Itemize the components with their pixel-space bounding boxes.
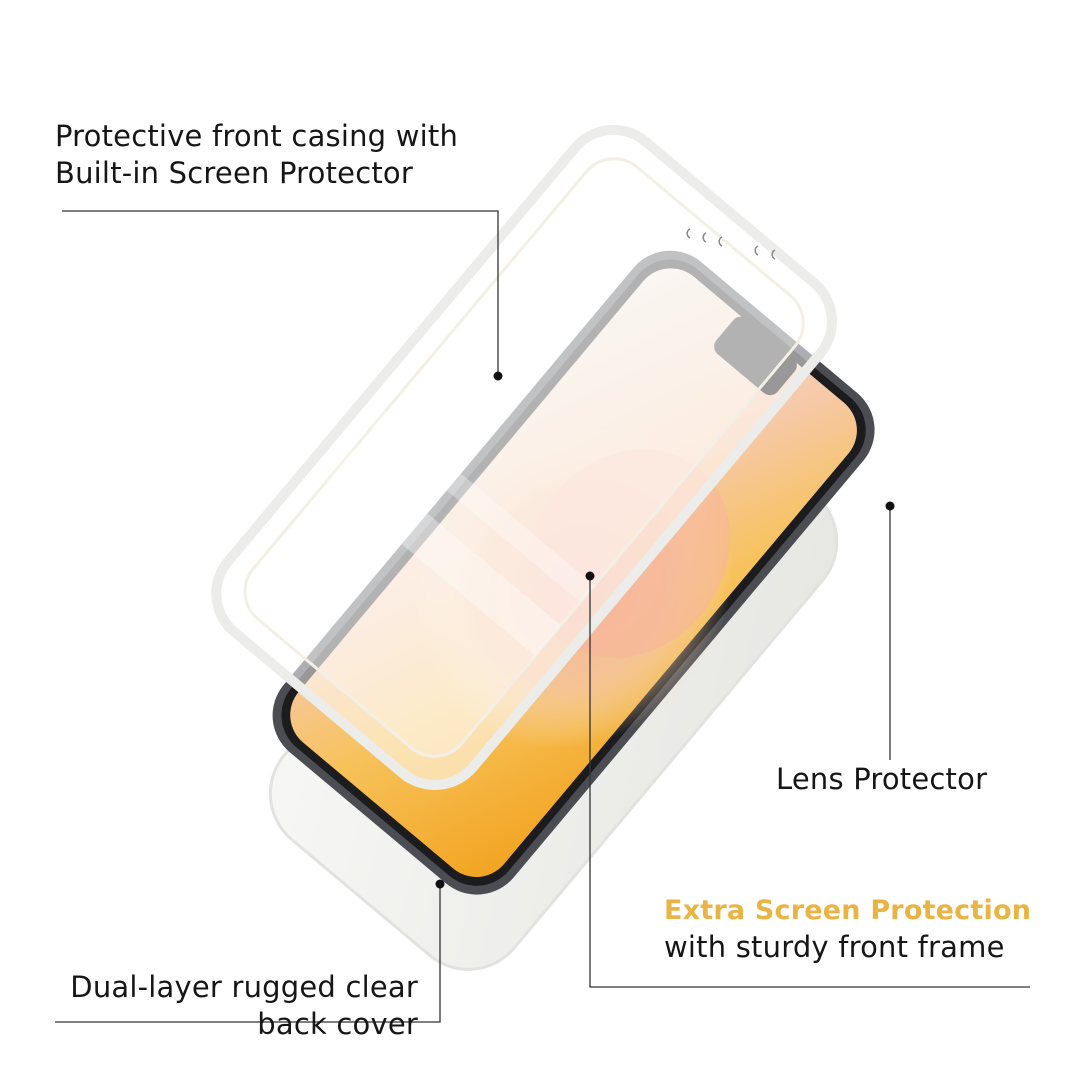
callout-back-cover-line1: Dual-layer rugged clear xyxy=(70,970,418,1004)
callout-lens-protector: Lens Protector xyxy=(776,761,987,798)
speaker-cutouts xyxy=(686,228,776,260)
callout-back-cover-line2: back cover xyxy=(257,1007,418,1041)
callout-extra-line2: with sturdy front frame xyxy=(664,930,1005,964)
callout-front-casing: Protective front casing with Built-in Sc… xyxy=(55,118,458,192)
callout-extra-protection: Extra Screen Protection with sturdy fron… xyxy=(664,892,1031,966)
callout-front-casing-line2: Built-in Screen Protector xyxy=(55,156,413,190)
callout-line-extra xyxy=(589,576,1030,988)
callout-front-casing-line1: Protective front casing with xyxy=(55,119,459,153)
callout-line-back xyxy=(55,884,441,1023)
callout-extra-highlight: Extra Screen Protection xyxy=(664,895,1032,926)
callout-back-cover: Dual-layer rugged clear back cover xyxy=(70,969,418,1043)
callout-line-front xyxy=(62,210,499,376)
callout-lens-text: Lens Protector xyxy=(776,762,988,796)
callout-dots xyxy=(435,371,895,889)
front-casing xyxy=(211,124,837,790)
callout-lines xyxy=(55,210,1030,1023)
